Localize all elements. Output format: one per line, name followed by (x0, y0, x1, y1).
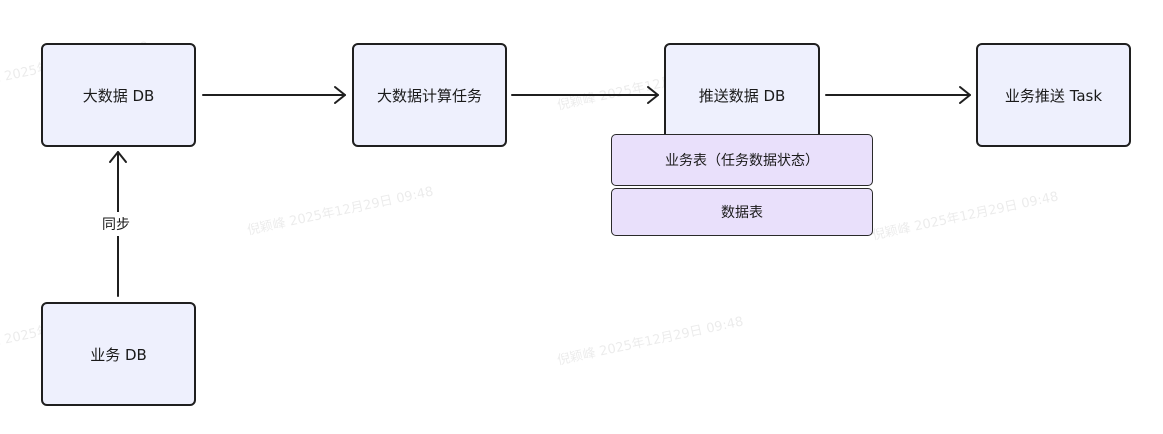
push-task-node[interactable]: 业务推送 Task (976, 43, 1131, 147)
arrowhead (647, 86, 659, 104)
arrowhead (109, 151, 127, 163)
sync-edge-label: 同步 (100, 212, 132, 236)
data-table-row[interactable]: 数据表 (611, 188, 873, 236)
biz-db-node[interactable]: 业务 DB (41, 302, 196, 406)
arrowhead (959, 86, 971, 104)
arrowhead (334, 86, 346, 104)
biz-table-row[interactable]: 业务表（任务数据状态） (611, 134, 873, 186)
bigdata-task-node[interactable]: 大数据计算任务 (352, 43, 507, 147)
push-db-node[interactable]: 推送数据 DB (664, 43, 820, 147)
bigdata-db-node[interactable]: 大数据 DB (41, 43, 196, 147)
